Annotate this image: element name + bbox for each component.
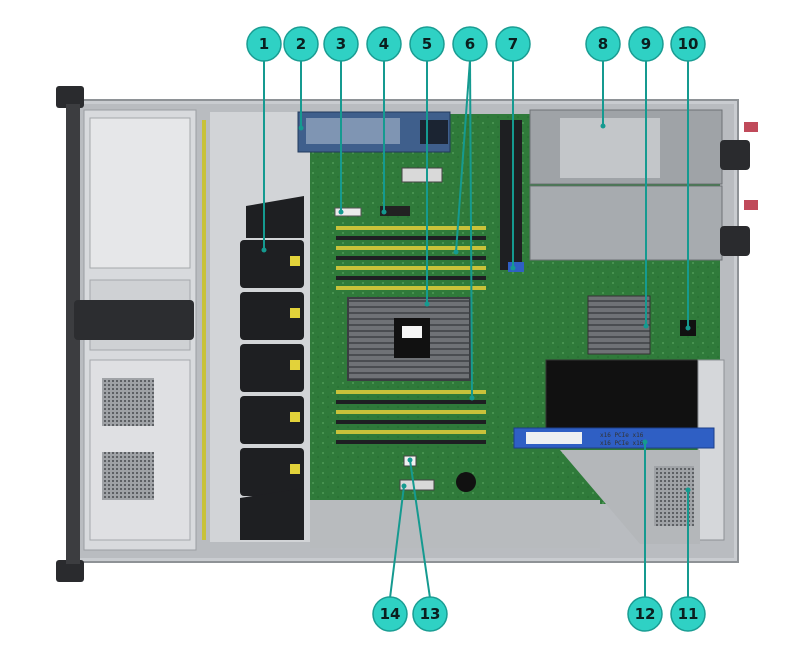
callout-9: 9 (628, 26, 664, 62)
connector-4 (380, 206, 410, 216)
callouts: 1 2 3 4 5 6 7 8 9 10 14 13 12 11 (246, 26, 706, 632)
system-fan-5 (240, 448, 304, 496)
dimm-slots-lower (336, 390, 486, 444)
svg-text:11: 11 (678, 605, 699, 623)
drive-cage (74, 109, 206, 551)
svg-text:3: 3 (336, 35, 346, 53)
callout-13: 13 (412, 596, 448, 632)
callout-2: 2 (283, 26, 319, 62)
system-fan-3 (240, 344, 304, 392)
callout-5: 5 (409, 26, 445, 62)
callout-7: 7 (495, 26, 531, 62)
system-fan-2 (240, 292, 304, 340)
riser-cage: x16 PCIe x16 x16 PCIe x16 (513, 359, 725, 544)
leader-line-6a (455, 59, 471, 253)
callout-8: 8 (585, 26, 621, 62)
leader-line-13 (409, 459, 431, 599)
svg-text:10: 10 (678, 35, 699, 53)
svg-text:1: 1 (259, 35, 269, 53)
svg-text:8: 8 (598, 35, 608, 53)
riser-sticker-2: x16 PCIe x16 (600, 440, 644, 447)
svg-text:14: 14 (380, 605, 401, 623)
svg-text:5: 5 (422, 35, 432, 53)
power-supply (529, 109, 758, 261)
callout-4: 4 (366, 26, 402, 62)
rack-ear-bottom (56, 560, 84, 582)
svg-text:2: 2 (296, 35, 306, 53)
connector-14 (399, 479, 435, 491)
connector-3 (334, 207, 362, 217)
system-fan-4 (240, 396, 304, 444)
riser-slot (500, 120, 522, 270)
leader-line-14 (389, 485, 405, 599)
callout-14: 14 (372, 596, 408, 632)
leader-line-6b (469, 59, 473, 399)
rack-ear-top (56, 86, 84, 108)
svg-text:4: 4 (379, 35, 389, 53)
svg-text:12: 12 (635, 605, 656, 623)
chipset-heatsink (587, 295, 651, 355)
processor-heatsink (347, 297, 471, 381)
callout-3: 3 (323, 26, 359, 62)
svg-text:9: 9 (641, 35, 651, 53)
callout-6: 6 (452, 26, 488, 62)
dimm-slots-upper (336, 226, 486, 290)
fan-bay (210, 112, 310, 542)
callout-1: 1 (246, 26, 282, 62)
svg-text:7: 7 (508, 35, 518, 53)
svg-text:6: 6 (465, 35, 475, 53)
system-fan-1 (240, 240, 304, 288)
callout-11: 11 (670, 596, 706, 632)
callout-12: 12 (627, 596, 663, 632)
svg-text:13: 13 (420, 605, 441, 623)
riser-sticker-1: x16 PCIe x16 (600, 432, 644, 439)
callout-10: 10 (670, 26, 706, 62)
